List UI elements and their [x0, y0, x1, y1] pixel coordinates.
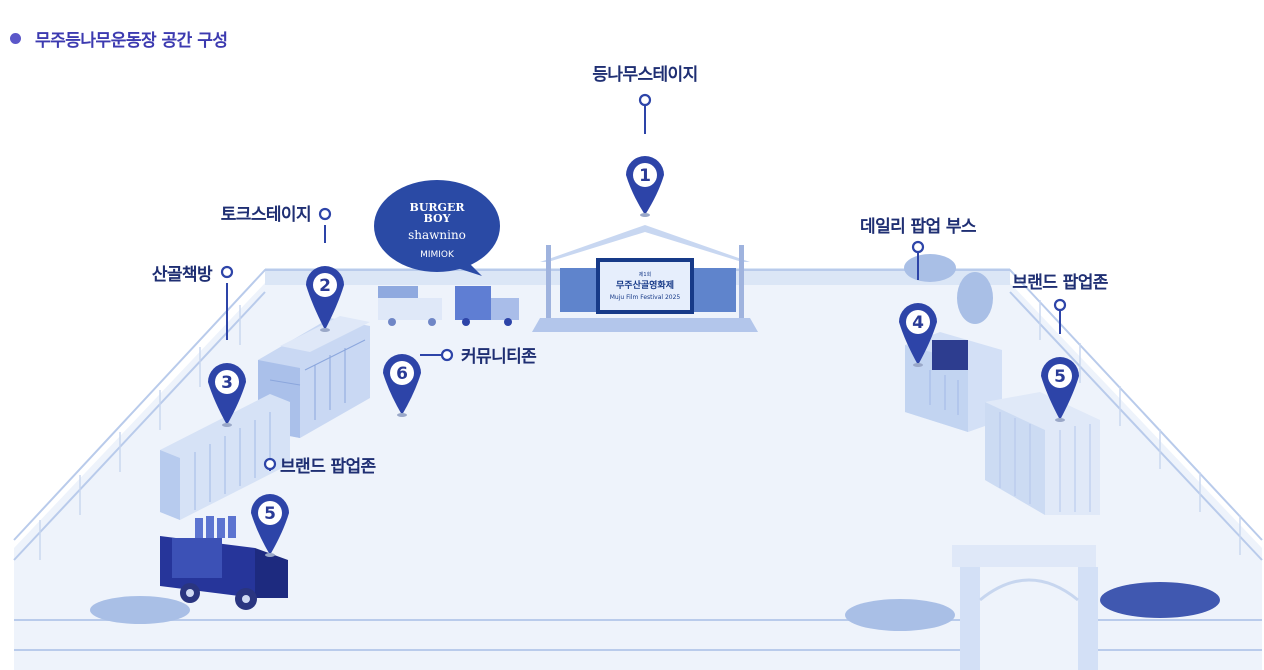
food-brand-bubble: BURGER BOY shawnino MIMIOK — [374, 180, 500, 276]
pin-anchor-ring-icon — [1053, 298, 1067, 312]
zone-pin-4[interactable]: 4 데일리 팝업 부스 — [860, 217, 978, 367]
pin-shadow — [320, 328, 330, 332]
bubble-line2: BOY — [424, 212, 451, 225]
zone-label: 산골책방 — [152, 265, 213, 285]
screen-small-text: 제1회 — [639, 271, 651, 278]
daily-popup-booth — [905, 332, 1002, 432]
pin-number: 5 — [1054, 367, 1066, 387]
zone-label: 브랜드 팝업존 — [280, 457, 377, 477]
pin-anchor-ring-icon — [263, 457, 277, 471]
zone-pins: 1 등나무스테이지 2 토크스테이지 3 산골책방 4 데일리 팝업 부스 5 브랜드 팝업존 6 커… — [152, 65, 1109, 557]
pin-anchor-ring-icon — [638, 93, 652, 107]
zone-pin-6[interactable]: 6 커뮤니티존 — [383, 347, 538, 417]
pin-number: 4 — [912, 313, 924, 333]
pin-anchor-ring-icon — [220, 265, 234, 279]
pin-number-bg — [633, 163, 657, 187]
stadium-gate — [952, 545, 1098, 670]
brand-popup-container-right — [985, 392, 1100, 515]
pin-shadow — [222, 423, 232, 427]
main-stage: 제1회 무주산골영화제 Muju Film Festival 2025 — [532, 225, 758, 332]
zone-label: 등나무스테이지 — [592, 65, 697, 85]
pin-number-bg — [906, 310, 930, 334]
pin-shadow — [397, 413, 407, 417]
bubble-line3: shawnino — [408, 228, 466, 242]
pin-number: 5 — [264, 504, 276, 524]
pin-number: 6 — [396, 364, 408, 384]
pin-anchor-ring-icon — [440, 348, 454, 362]
pin-shadow — [913, 363, 923, 367]
pin-number-bg — [1048, 364, 1072, 388]
pin-number-bg — [258, 501, 282, 525]
pin-number-bg — [390, 361, 414, 385]
fence-posts — [39, 300, 1241, 560]
zone-pin-1[interactable]: 1 등나무스테이지 — [592, 65, 698, 217]
zone-pin-5[interactable]: 5 브랜드 팝업존 — [1012, 273, 1109, 422]
page-title-row: 무주등나무운동장 공간 구성 — [10, 26, 228, 51]
zone-label: 토크스테이지 — [221, 205, 311, 225]
brand-truck — [160, 516, 288, 610]
bushes — [90, 254, 1220, 631]
pin-shadow — [265, 553, 275, 557]
pin-number: 1 — [639, 166, 651, 186]
zone-label: 커뮤니티존 — [461, 347, 537, 367]
bubble-line4: MIMIOK — [420, 250, 455, 260]
pin-anchor-ring-icon — [318, 207, 332, 221]
food-trucks — [378, 286, 519, 326]
page-title: 무주등나무운동장 공간 구성 — [35, 31, 228, 51]
bubble-line1: BURGER — [410, 201, 466, 214]
screen-sub-text: Muju Film Festival 2025 — [610, 294, 681, 301]
pin-anchor-ring-icon — [911, 240, 925, 254]
zone-pin-2[interactable]: 2 토크스테이지 — [221, 205, 344, 332]
zone-label: 데일리 팝업 부스 — [860, 217, 977, 237]
pin-number: 3 — [221, 373, 233, 393]
zone-pin-7[interactable]: 5 브랜드 팝업존 — [251, 457, 377, 557]
pin-number: 2 — [319, 276, 331, 296]
pin-shadow — [1055, 418, 1065, 422]
screen-main-text: 무주산골영화제 — [616, 279, 674, 291]
zone-pin-3[interactable]: 3 산골책방 — [152, 265, 246, 427]
bookshop-container — [160, 394, 290, 520]
pin-number-bg — [215, 370, 239, 394]
pin-shadow — [640, 213, 650, 217]
zone-label: 브랜드 팝업존 — [1012, 273, 1109, 293]
pin-number-bg — [313, 273, 337, 297]
bullet-dot-icon — [10, 33, 21, 44]
